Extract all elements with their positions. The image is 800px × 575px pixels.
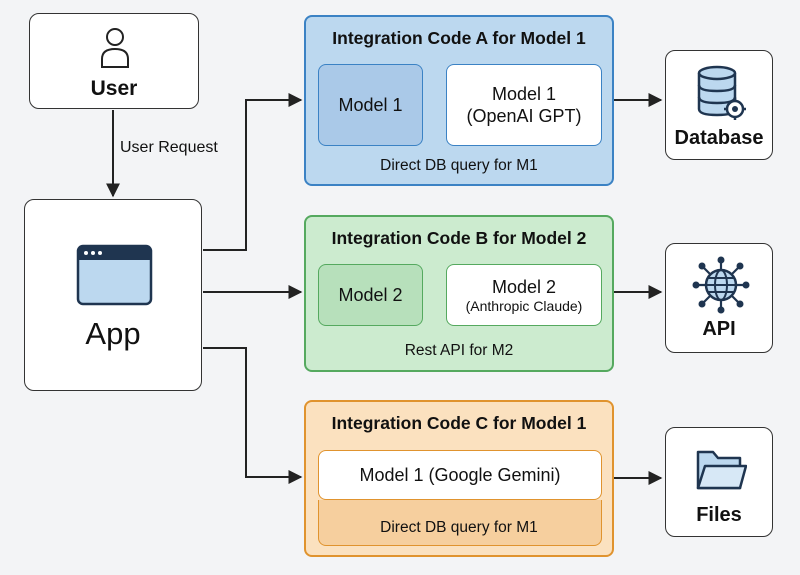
panel-c-model-name: Model 1 (Google Gemini) (359, 464, 561, 485)
user-request-label: User Request (120, 139, 218, 156)
api-node[interactable]: API (665, 243, 773, 353)
browser-window-icon (76, 244, 153, 306)
panel-c-title: Integration Code C for Model 1 (331, 413, 587, 433)
database-label: Database (674, 127, 764, 149)
panel-b-model-vendor: (Anthropic Claude) (465, 297, 583, 314)
edge-app-to-panel-c (203, 347, 303, 484)
panel-b-title: Integration Code B for Model 2 (331, 228, 587, 248)
files-node[interactable]: Files (665, 427, 773, 537)
integration-panel-b[interactable]: Integration Code B for Model 2 Model 2 M… (304, 215, 614, 372)
user-label: User (90, 77, 138, 100)
database-icon (697, 65, 746, 120)
panel-b-model-node[interactable]: Model 2 (318, 264, 423, 326)
panel-b-model-short: Model 2 (338, 284, 403, 305)
app-label: App (85, 316, 141, 351)
panel-a-model-node[interactable]: Model 1 (318, 64, 423, 146)
panel-b-model-detail[interactable]: Model 2 (Anthropic Claude) (446, 264, 602, 326)
panel-a-title: Integration Code A for Model 1 (332, 28, 586, 48)
folder-icon (696, 450, 747, 490)
panel-c-model-node[interactable]: Model 1 (Google Gemini) (318, 450, 602, 500)
panel-a-model-vendor: (OpenAI GPT) (466, 106, 582, 126)
panel-a-model-detail[interactable]: Model 1 (OpenAI GPT) (446, 64, 602, 146)
panel-a-model-short: Model 1 (338, 94, 403, 115)
user-node[interactable]: User (29, 13, 199, 109)
panel-a-footer: Direct DB query for M1 (380, 157, 538, 174)
api-label: API (702, 318, 736, 340)
person-icon (101, 28, 129, 68)
app-node[interactable]: App (24, 199, 202, 391)
edge-app-to-panel-a (203, 93, 303, 251)
integration-panel-a[interactable]: Integration Code A for Model 1 Model 1 M… (304, 15, 614, 186)
panel-b-footer: Rest API for M2 (404, 342, 514, 359)
panel-c-footer: Direct DB query for M1 (380, 519, 538, 536)
panel-c-footer-band (318, 500, 602, 546)
panel-b-model-name: Model 2 (491, 276, 557, 297)
globe-network-icon (692, 256, 750, 314)
database-node[interactable]: Database (665, 50, 773, 160)
panel-a-model-name: Model 1 (491, 83, 557, 104)
integration-panel-c[interactable]: Integration Code C for Model 1 Model 1 (… (304, 400, 614, 557)
files-label: Files (696, 504, 742, 526)
